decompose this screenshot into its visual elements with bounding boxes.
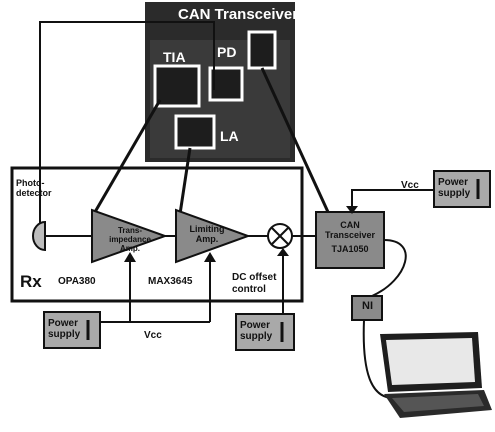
vcc-right-line bbox=[352, 190, 434, 212]
photodetector-shape bbox=[33, 222, 45, 250]
laptop-screen bbox=[386, 338, 475, 385]
vcc-bottom-label: Vcc bbox=[144, 330, 162, 341]
can-block-title: CAN Transceiver bbox=[322, 220, 378, 240]
dc-arrowhead bbox=[277, 248, 289, 256]
vcc-arrowhead-tia bbox=[124, 252, 136, 262]
power-supply-left-label: Power supply bbox=[48, 318, 84, 340]
tia-part-label: OPA380 bbox=[58, 276, 96, 287]
photodetector-label: Photo-detector bbox=[16, 178, 56, 198]
power-supply-middle-label: Power supply bbox=[240, 320, 278, 342]
dc-offset-label: DC offset control bbox=[232, 272, 292, 296]
can-block-part: TJA1050 bbox=[322, 244, 378, 254]
board-la-label: LA bbox=[220, 128, 239, 144]
la-part-label: MAX3645 bbox=[148, 276, 192, 287]
vcc-arrowhead-la bbox=[204, 252, 216, 262]
power-supply-right-label: Power supply bbox=[438, 177, 476, 199]
rx-label: Rx bbox=[20, 272, 42, 292]
can-chip-outline bbox=[249, 32, 275, 68]
board-tia-label: TIA bbox=[163, 49, 186, 65]
vcc-right-label: Vcc bbox=[401, 180, 419, 191]
la-block-label: Limiting Amp. bbox=[182, 224, 232, 244]
tia-chip-outline bbox=[155, 66, 199, 106]
la-chip-outline bbox=[176, 116, 214, 148]
board-pd-label: PD bbox=[217, 44, 236, 60]
tia-block-label: Trans-impedance Amp. bbox=[100, 226, 160, 253]
board-title: CAN Transceiver bbox=[178, 6, 298, 23]
ni-label: NI bbox=[362, 300, 373, 312]
